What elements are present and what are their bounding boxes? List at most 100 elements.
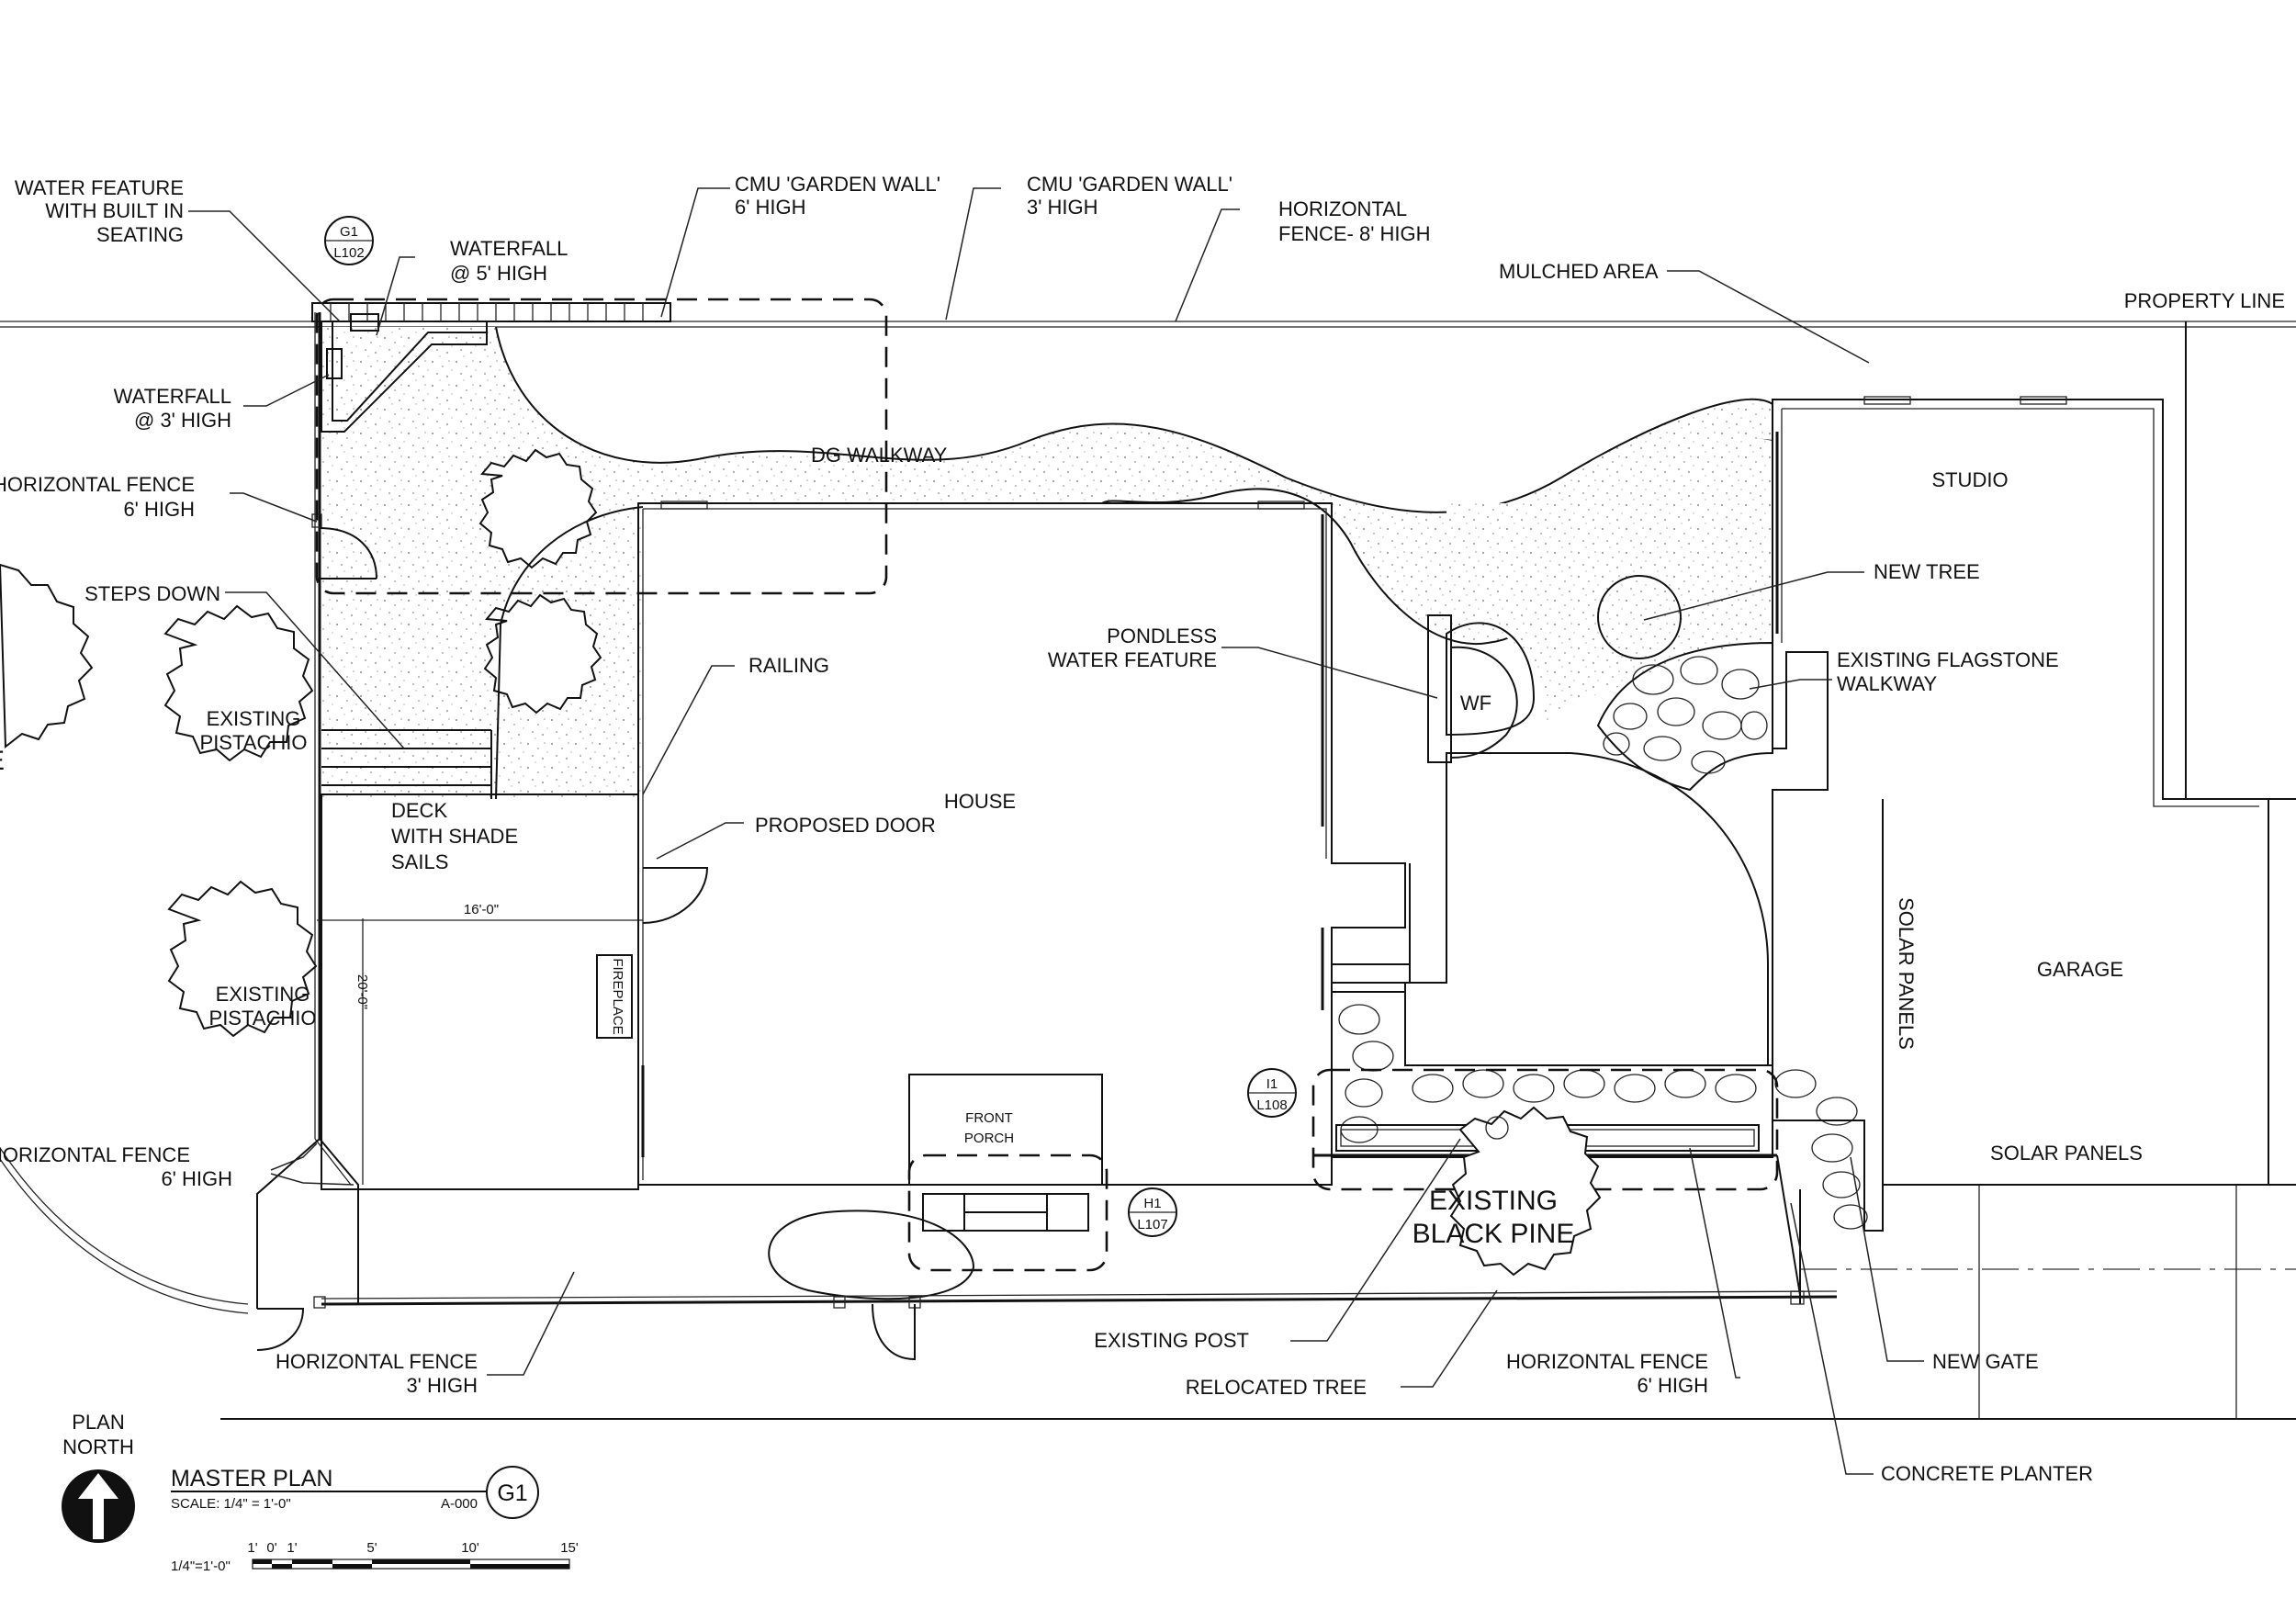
label-pondless-2: WATER FEATURE (1048, 648, 1217, 671)
label-existing-post: EXISTING POST (1094, 1329, 1249, 1352)
label-waterfall-5-2: @ 5' HIGH (450, 262, 547, 285)
label-water-feature-1: WATER FEATURE (15, 176, 184, 199)
scale-tick-5: 10' (461, 1540, 479, 1556)
deck-dimension (317, 918, 643, 1185)
label-cmu-6-2: 6' HIGH (735, 196, 806, 219)
callout-h1: H1 L107 (1128, 1187, 1177, 1237)
label-fence-6-left-1: HORIZONTAL FENCE (0, 1143, 190, 1166)
label-fence-6-left-2: 6' HIGH (161, 1167, 232, 1190)
label-water-feature-2: WITH BUILT IN (45, 199, 184, 222)
pistachio-1 (163, 604, 314, 762)
scale-tick-4: 5' (366, 1540, 377, 1556)
label-pistachio-1b: PISTACHIO (200, 731, 308, 754)
patio (1404, 752, 1769, 1066)
label-deck-1: DECK (391, 799, 447, 822)
sheet-number: A-000 (441, 1496, 478, 1512)
label-deck-2: WITH SHADE (391, 825, 518, 848)
scale-tick-6: 15' (560, 1540, 579, 1556)
drawing-scale: SCALE: 1/4" = 1'-0" (171, 1496, 291, 1512)
mulch-curve (495, 506, 644, 800)
trees (0, 448, 1682, 1277)
leader-lines (188, 187, 1924, 1475)
label-pistachio-1a: EXISTING (207, 707, 301, 730)
label-studio: STUDIO (1931, 468, 2008, 491)
scale-tick-3: 1' (287, 1540, 297, 1556)
label-cmu-3-2: 3' HIGH (1027, 196, 1098, 219)
water-feature-structure (311, 302, 671, 433)
north-arrow: PLAN NORTH (62, 1411, 135, 1543)
label-new-gate: NEW GATE (1932, 1350, 2039, 1373)
scale-ratio: 1/4"=1'-0" (171, 1559, 231, 1574)
front-dg-patch (768, 1210, 975, 1300)
callout-g1-top-ref: L102 (333, 245, 364, 261)
dg-walkway-edge (495, 326, 1773, 513)
black-pine (1449, 1106, 1602, 1277)
edge-tree-left (0, 563, 94, 748)
label-fence-6-top-2: 6' HIGH (123, 498, 195, 521)
callout-i1-sheet: I1 (1266, 1076, 1278, 1092)
small-dg-patch (1446, 622, 1536, 737)
scale-tick-1: 1' (247, 1540, 257, 1556)
label-concrete-planter: CONCRETE PLANTER (1881, 1462, 2093, 1485)
label-fence-3-1: HORIZONTAL FENCE (276, 1350, 478, 1373)
house (596, 501, 1411, 1186)
bottom-fence (0, 1138, 1838, 1361)
label-black-pine-1: EXISTING (1429, 1186, 1558, 1216)
label-flagstone-1: EXISTING FLAGSTONE (1837, 648, 2059, 671)
label-waterfall-3-2: @ 3' HIGH (134, 409, 231, 432)
steps-down (321, 729, 492, 799)
studio-garage (1772, 396, 2269, 1232)
label-flagstone-2: WALKWAY (1837, 672, 1938, 695)
label-dg-walkway: DG WALKWAY (811, 444, 948, 467)
existing-tree-top-2 (483, 593, 602, 715)
label-proposed-door: PROPOSED DOOR (755, 814, 936, 837)
label-black-pine-2: BLACK PINE (1412, 1219, 1575, 1249)
label-ghost-letter: E (0, 746, 5, 776)
label-fireplace: FIREPLACE (610, 958, 625, 1034)
scale-tick-2: 0' (266, 1540, 276, 1556)
label-garage: GARAGE (2037, 958, 2123, 981)
label-pistachio-2b: PISTACHIO (209, 1007, 317, 1030)
label-relocated-tree: RELOCATED TREE (1186, 1376, 1367, 1399)
front-porch (908, 1074, 1103, 1232)
pondless-water-feature (1427, 614, 1518, 763)
existing-tree-top-1 (478, 448, 598, 569)
callout-h1-ref: L107 (1137, 1217, 1167, 1232)
label-water-feature-3: SEATING (96, 223, 184, 246)
title-block: MASTER PLAN SCALE: 1/4" = 1'-0" A-000 G1 (171, 1466, 539, 1519)
label-plan-north-2: NORTH (62, 1435, 134, 1458)
label-railing: RAILING (748, 654, 829, 677)
label-cmu-3-1: CMU 'GARDEN WALL' (1027, 173, 1232, 196)
label-waterfall-3-1: WATERFALL (114, 385, 231, 408)
label-deck-3: SAILS (391, 850, 448, 873)
callout-g1-top: G1 L102 (324, 216, 374, 265)
label-property-line: PROPERTY LINE (2124, 289, 2285, 312)
callout-i1-ref: L108 (1256, 1097, 1287, 1113)
label-dim-16: 16'-0" (464, 902, 499, 917)
label-fence-3-2: 3' HIGH (406, 1374, 478, 1397)
left-fence (311, 312, 377, 1139)
label-pistachio-2a: EXISTING (216, 983, 310, 1006)
label-front-porch-2: PORCH (964, 1131, 1014, 1146)
title-callout-g1: G1 (497, 1480, 527, 1506)
label-front-porch-1: FRONT (965, 1110, 1013, 1126)
label-wf: WF (1460, 692, 1491, 715)
fireplace-box (596, 954, 633, 1039)
label-mulched-area: MULCHED AREA (1499, 260, 1659, 283)
pistachio-2 (167, 880, 318, 1038)
new-tree (1597, 575, 1682, 659)
callout-g1-top-sheet: G1 (340, 224, 358, 240)
label-steps-down: STEPS DOWN (84, 582, 220, 605)
label-dim-20: 20'-0" (355, 974, 370, 1009)
label-plan-north-1: PLAN (72, 1411, 124, 1434)
label-fence-6-bottom-1: HORIZONTAL FENCE (1506, 1350, 1708, 1373)
callout-h1-sheet: H1 (1143, 1196, 1161, 1211)
callout-i1: I1 L108 (1247, 1068, 1297, 1118)
drawing-title: MASTER PLAN (171, 1466, 332, 1491)
label-fence-6-top-1: HORIZONTAL FENCE (0, 473, 195, 496)
label-fence-6-bottom-2: 6' HIGH (1637, 1374, 1708, 1397)
plan-labels: WATER FEATURE WITH BUILT IN SEATING CMU … (0, 173, 2285, 1485)
label-waterfall-5-1: WATERFALL (450, 237, 568, 260)
label-solar-panels-vertical: SOLAR PANELS (1895, 897, 1918, 1050)
